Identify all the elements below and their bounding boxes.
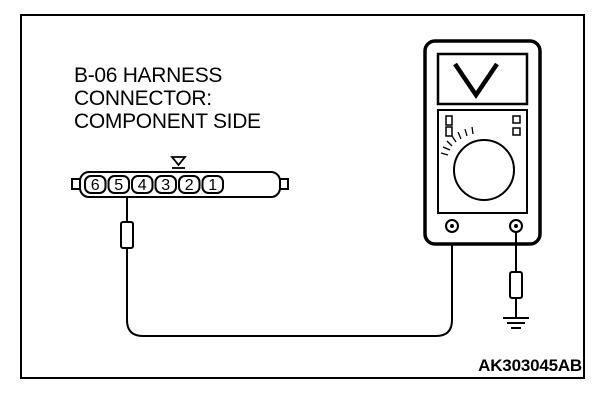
connector-title: B-06 HARNESS CONNECTOR: COMPONENT SIDE — [74, 64, 261, 133]
connector-pin-1 — [201, 175, 224, 194]
connector-pin-2 — [178, 175, 201, 194]
test-lead-wire — [126, 226, 453, 337]
connector-pin-label-4: 4 — [138, 177, 147, 194]
connector-title-line-2: CONNECTOR: — [74, 87, 212, 110]
test-lead-connector-side — [120, 196, 453, 337]
connector-right-tab — [279, 178, 289, 190]
connector-pin-label-1: 1 — [208, 177, 217, 194]
meter-indicator-icon — [445, 115, 453, 126]
dial-ticks — [440, 126, 474, 156]
connector-pin-label-2: 2 — [185, 177, 194, 194]
connector-title-line-3: COMPONENT SIDE — [74, 110, 261, 133]
test-lead-ground-side — [503, 232, 529, 329]
connector-left-tab — [71, 178, 81, 190]
connector-key-triangle — [170, 156, 187, 167]
connector-title-line-1: B-06 HARNESS — [74, 64, 223, 87]
connector-pin-4 — [131, 175, 154, 194]
connector-pin-label-6: 6 — [91, 177, 100, 194]
ground-probe-body — [509, 271, 523, 299]
probe-body — [120, 221, 134, 249]
meter-jack-right-dot — [514, 224, 518, 228]
multimeter — [423, 39, 542, 246]
multimeter-display — [436, 52, 529, 106]
meter-button-icon — [512, 115, 521, 124]
range-dial-icon — [453, 139, 515, 201]
connector-pin-5 — [107, 175, 130, 194]
meter-jack-left-dot — [450, 224, 454, 228]
connector-pin-label-5: 5 — [114, 177, 123, 194]
meter-button-icon-2 — [512, 127, 521, 136]
connector-pin-3 — [154, 175, 177, 194]
volts-symbol-icon — [453, 62, 499, 100]
connector-pin-label-3: 3 — [161, 177, 170, 194]
figure-code: AK303045AB — [478, 356, 582, 375]
meter-indicator-icon-2 — [445, 126, 453, 137]
connector-pin-6 — [84, 175, 107, 194]
